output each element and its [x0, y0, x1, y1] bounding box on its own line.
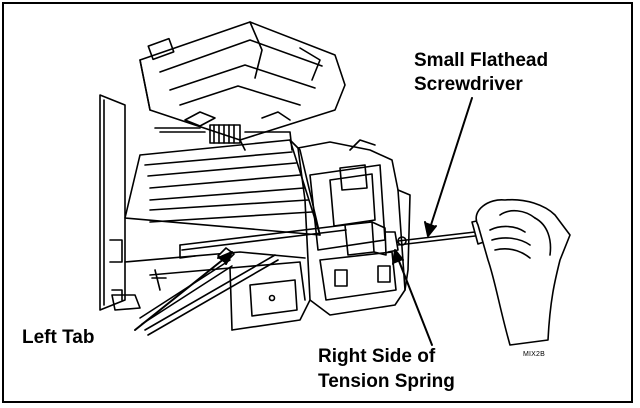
paper-tray	[124, 139, 321, 236]
hand	[475, 198, 571, 346]
right-housing	[297, 139, 411, 316]
screwdriver-callout-line2: Screwdriver	[414, 74, 523, 95]
figure-code: MIX2B	[523, 351, 546, 358]
left-tab-arrow	[134, 257, 226, 331]
left-tab-cables	[139, 247, 279, 336]
screwdriver-callout-line1: Small Flathead	[414, 50, 549, 71]
spring-callout-line1: Right Side of	[318, 346, 436, 367]
spring-arrow	[396, 255, 433, 346]
screwdriver-arrow	[429, 97, 473, 229]
raised-lid	[139, 21, 346, 151]
spring-callout-line2: Tension Spring	[318, 371, 455, 392]
tension-spring	[344, 221, 407, 256]
chassis-left-wall	[99, 94, 126, 311]
callout-arrows	[134, 97, 473, 346]
left-tab-callout: Left Tab	[22, 327, 95, 348]
